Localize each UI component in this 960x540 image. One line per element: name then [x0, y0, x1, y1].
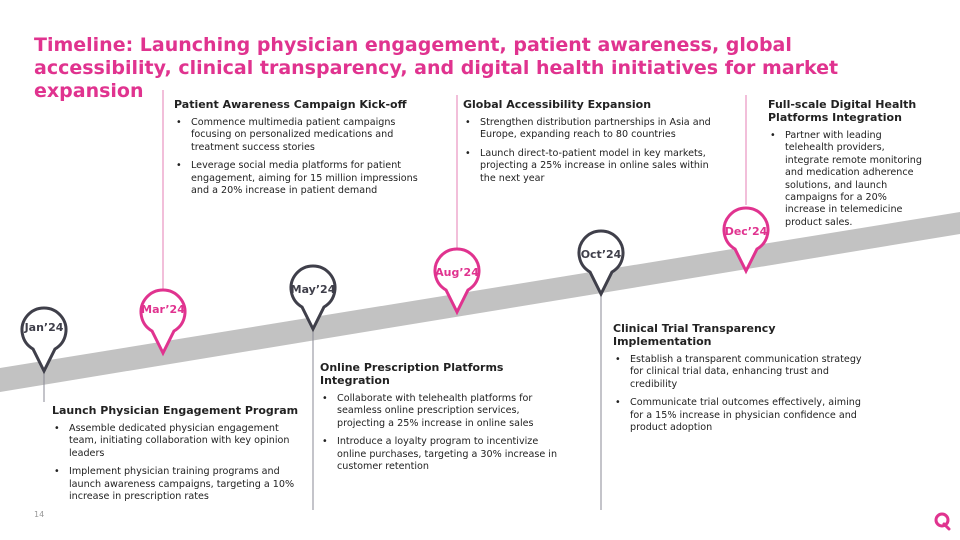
- milestone-bullet: Establish a transparent communication st…: [613, 354, 871, 391]
- pin-oct: Oct’24: [577, 229, 625, 298]
- milestone-bullet: Introduce a loyalty program to incentivi…: [320, 436, 570, 473]
- page-number: 14: [34, 510, 45, 519]
- pin-jan: Jan’24: [20, 306, 68, 375]
- milestone-dec: Full-scale Digital Health Platforms Inte…: [768, 98, 928, 235]
- pin-label-jan: Jan’24: [24, 321, 64, 334]
- milestone-mar: Patient Awareness Campaign Kick-off Comm…: [174, 98, 419, 203]
- pin-mar: Mar’24: [139, 288, 187, 357]
- timeline-band: [0, 212, 960, 392]
- milestone-bullet: Commence multimedia patient campaigns fo…: [174, 117, 419, 154]
- milestone-jan: Launch Physician Engagement Program Asse…: [52, 404, 302, 509]
- milestone-heading: Full-scale Digital Health Platforms Inte…: [768, 98, 917, 124]
- milestone-heading: Launch Physician Engagement Program: [52, 404, 299, 417]
- milestone-heading: Clinical Trial Transparency Implementati…: [613, 322, 776, 348]
- milestone-bullet: Communicate trial outcomes effectively, …: [613, 397, 871, 434]
- milestone-oct: Clinical Trial Transparency Implementati…: [613, 322, 871, 440]
- page-title: Timeline: Launching physician engagement…: [34, 34, 839, 102]
- milestone-bullet: Assemble dedicated physician engagement …: [52, 423, 302, 460]
- milestone-heading: Online Prescription Platforms Integratio…: [320, 361, 504, 387]
- pin-aug: Aug’24: [433, 247, 481, 316]
- pin-dec: Dec’24: [722, 206, 770, 275]
- milestone-aug: Global Accessibility Expansion Strengthe…: [463, 98, 713, 191]
- milestone-heading: Global Accessibility Expansion: [463, 98, 652, 111]
- brand-logo-icon: [934, 512, 951, 531]
- pin-label-oct: Oct’24: [581, 248, 622, 261]
- pin-may: May’24: [289, 264, 337, 333]
- pin-label-dec: Dec’24: [725, 225, 768, 238]
- milestone-bullet: Strengthen distribution partnerships in …: [463, 117, 713, 142]
- pin-label-may: May’24: [291, 283, 336, 296]
- milestone-bullet: Partner with leading telehealth provider…: [768, 130, 928, 229]
- pin-label-aug: Aug’24: [435, 266, 479, 279]
- pin-label-mar: Mar’24: [141, 303, 185, 316]
- milestone-bullet: Launch direct-to-patient model in key ma…: [463, 148, 713, 185]
- milestone-bullet: Implement physician training programs an…: [52, 466, 302, 503]
- milestone-bullet: Collaborate with telehealth platforms fo…: [320, 393, 570, 430]
- milestone-bullet: Leverage social media platforms for pati…: [174, 160, 419, 197]
- milestone-may: Online Prescription Platforms Integratio…: [320, 361, 570, 479]
- milestone-heading: Patient Awareness Campaign Kick-off: [174, 98, 407, 111]
